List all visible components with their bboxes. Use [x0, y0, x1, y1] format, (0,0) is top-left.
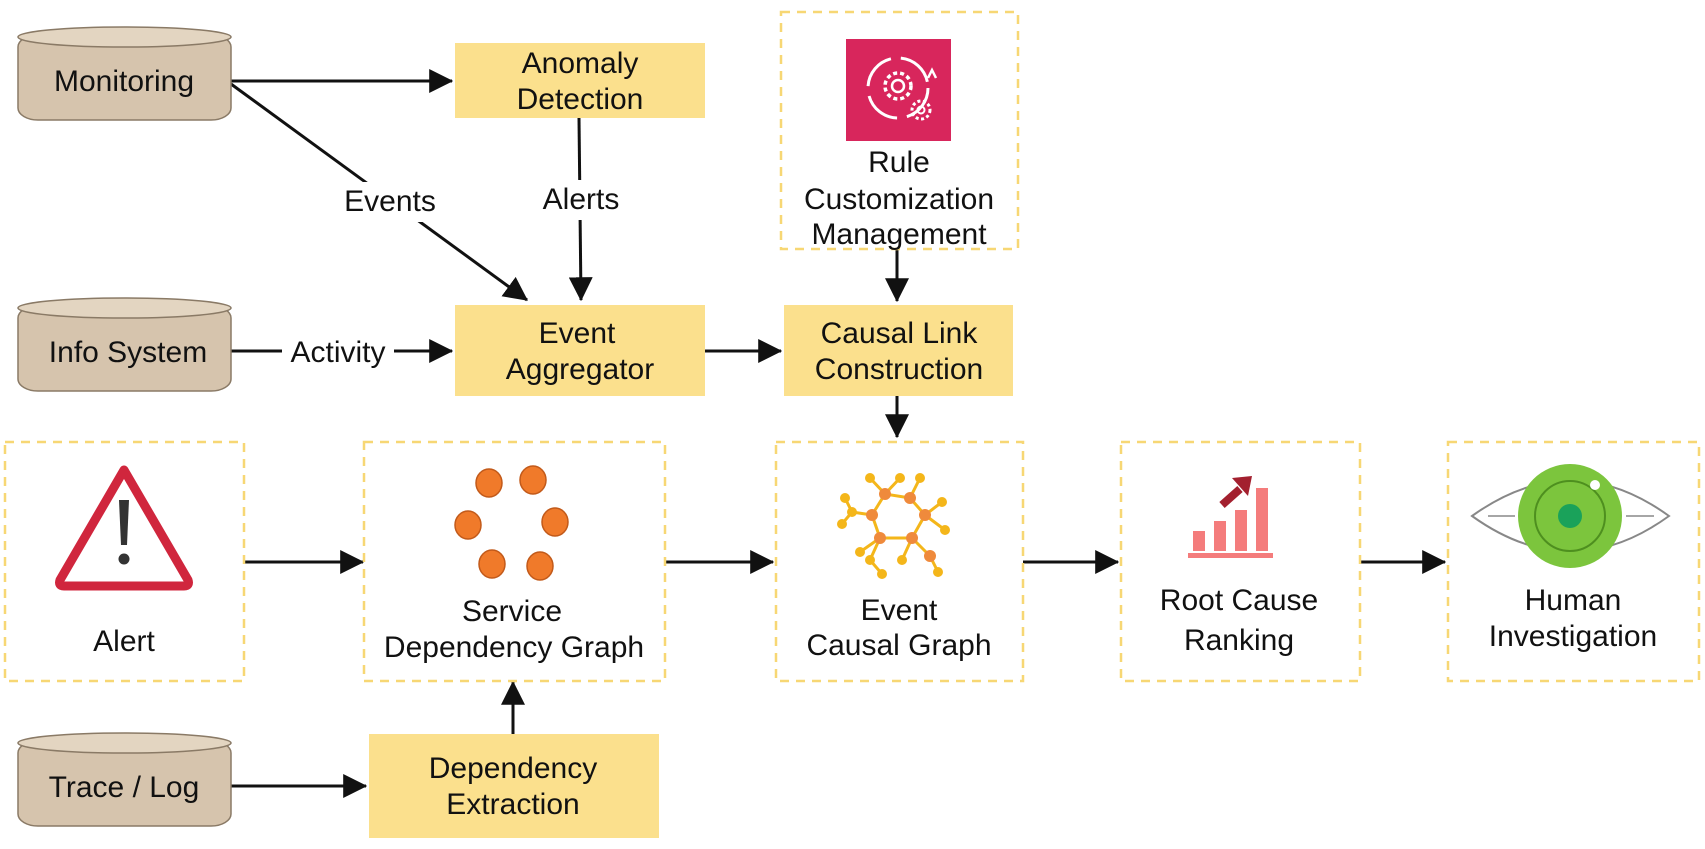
- rule-customization-line-1: Rule: [868, 146, 930, 179]
- component-root-cause-ranking: Root Cause Ranking: [1119, 440, 1362, 683]
- component-alert: Alert: [3, 440, 246, 683]
- service-graph-line-2: Dependency Graph: [384, 631, 644, 664]
- eye-icon: [1470, 464, 1671, 568]
- component-event-causal-graph: Event Causal Graph: [774, 440, 1025, 683]
- event-aggregator-line-2: Aggregator: [506, 353, 654, 386]
- event-causal-graph-line-2: Causal Graph: [806, 629, 991, 662]
- root-cause-ranking-line-1: Root Cause: [1160, 584, 1318, 617]
- component-service-dependency-graph: Service Dependency Graph: [362, 440, 667, 683]
- data-store-monitoring: Monitoring: [17, 26, 232, 121]
- event-aggregator-line-1: Event: [539, 317, 616, 350]
- data-store-info-system: Info System: [17, 297, 232, 392]
- component-human-investigation: Human Investigation: [1446, 440, 1701, 683]
- service-graph-line-1: Service: [462, 595, 562, 628]
- process-anomaly-detection: Anomaly Detection: [455, 43, 705, 118]
- bar-chart-up-icon: [1188, 476, 1273, 558]
- rule-customization-line-3: Management: [811, 218, 987, 251]
- edge-labels: Events Alerts Activity: [282, 180, 629, 372]
- rule-customization-line-2: Customization: [804, 183, 994, 216]
- warning-triangle-icon: [55, 465, 193, 591]
- edge-label-activity: Activity: [290, 336, 385, 369]
- process-causal-link-construction: Causal Link Construction: [784, 305, 1013, 396]
- data-store-trace-log: Trace / Log: [17, 732, 232, 827]
- gear-cycle-icon: [846, 39, 951, 141]
- process-event-aggregator: Event Aggregator: [455, 305, 705, 396]
- molecule-graph-icon: [837, 473, 950, 579]
- component-rule-customization: Rule Customization Management: [779, 10, 1020, 251]
- dependency-extraction-line-1: Dependency: [429, 752, 597, 785]
- edge-label-alerts: Alerts: [543, 183, 620, 216]
- data-store-monitoring-label: Monitoring: [54, 65, 194, 98]
- edge-label-events: Events: [344, 185, 436, 218]
- human-investigation-line-2: Investigation: [1489, 620, 1657, 653]
- root-cause-ranking-line-2: Ranking: [1184, 624, 1294, 657]
- human-investigation-line-1: Human: [1525, 584, 1622, 617]
- edges: [230, 69, 1447, 798]
- data-store-trace-log-label: Trace / Log: [49, 771, 200, 804]
- alert-label: Alert: [93, 625, 155, 658]
- causal-link-line-2: Construction: [815, 353, 983, 386]
- data-store-info-system-label: Info System: [49, 336, 207, 369]
- dependency-extraction-line-2: Extraction: [446, 788, 579, 821]
- anomaly-detection-line-2: Detection: [517, 83, 644, 116]
- anomaly-detection-line-1: Anomaly: [522, 47, 639, 80]
- causal-link-line-1: Causal Link: [821, 317, 979, 350]
- process-dependency-extraction: Dependency Extraction: [369, 734, 659, 838]
- service-nodes-icon: [454, 465, 569, 581]
- event-causal-graph-line-1: Event: [861, 594, 938, 627]
